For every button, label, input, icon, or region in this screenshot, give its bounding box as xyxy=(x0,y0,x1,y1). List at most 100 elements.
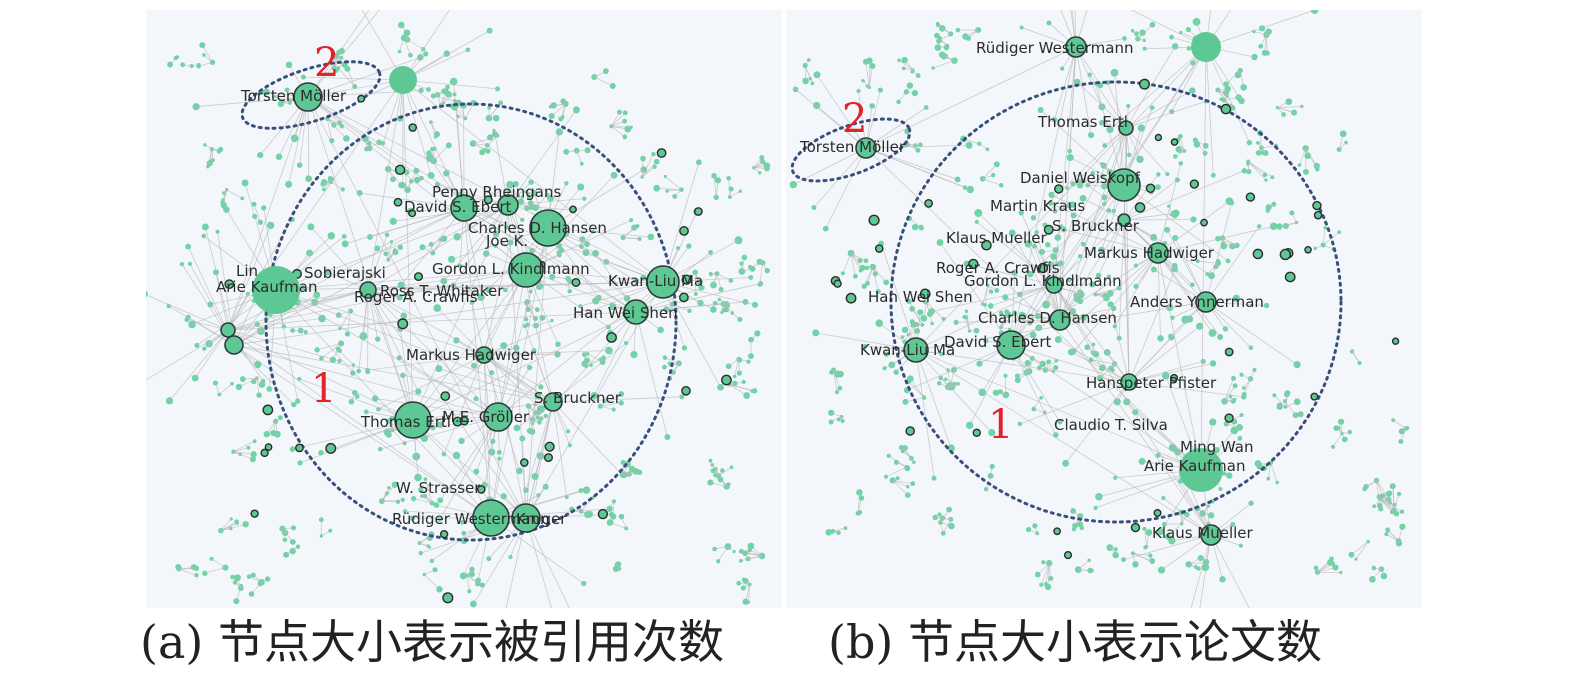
edge xyxy=(307,96,527,519)
hub-node xyxy=(220,322,236,338)
edge xyxy=(728,178,731,198)
graph-node xyxy=(1170,138,1179,146)
edge xyxy=(524,325,554,403)
edge xyxy=(1250,369,1255,380)
cluster-label-1: 1 xyxy=(988,402,1013,448)
edge xyxy=(1317,567,1336,573)
node-labels-a: Torsten Möller Penny Rheingans David S. … xyxy=(216,87,703,528)
edge xyxy=(1044,361,1050,371)
edge xyxy=(333,67,337,71)
edge xyxy=(1130,10,1207,48)
edge xyxy=(532,415,546,424)
edge xyxy=(1392,419,1406,429)
edge xyxy=(1295,413,1301,416)
node-label: Daniel Weiskopf xyxy=(1020,169,1141,187)
edge xyxy=(1261,147,1266,154)
edge xyxy=(609,522,627,529)
graph-node xyxy=(937,381,942,386)
graph-node xyxy=(1079,194,1087,202)
graph-node xyxy=(1113,475,1118,480)
edge xyxy=(729,188,732,198)
graph-node xyxy=(947,444,955,452)
edge xyxy=(892,479,913,485)
edge xyxy=(552,396,682,403)
edge xyxy=(857,492,860,514)
node-label: Hanspeter Pfister xyxy=(1086,374,1217,392)
edge xyxy=(227,329,340,362)
graph-node xyxy=(1155,184,1161,191)
edge xyxy=(525,191,534,194)
graph-node xyxy=(452,451,461,460)
graph-node xyxy=(1172,266,1178,273)
edge xyxy=(1118,219,1125,339)
edge xyxy=(753,167,767,169)
edge xyxy=(472,143,488,146)
edge xyxy=(1267,462,1272,479)
edge xyxy=(211,149,214,161)
graph-node xyxy=(911,90,919,97)
edge xyxy=(621,516,627,529)
edge xyxy=(333,64,345,69)
edge xyxy=(559,311,637,398)
edge xyxy=(292,419,414,450)
edge xyxy=(865,46,1077,149)
graph-node xyxy=(1080,178,1087,184)
edge xyxy=(1248,161,1273,178)
graph-node xyxy=(1043,224,1054,235)
graph-node xyxy=(1095,492,1103,501)
edge xyxy=(324,181,331,183)
edge xyxy=(203,54,213,63)
graph-node xyxy=(1371,565,1377,571)
edge xyxy=(1157,200,1230,254)
graph-node xyxy=(1220,243,1228,250)
edge xyxy=(942,517,951,520)
edge xyxy=(367,234,388,291)
graph-node xyxy=(1137,124,1146,132)
edge xyxy=(275,269,527,291)
graph-node xyxy=(1239,372,1244,377)
graph-node xyxy=(863,258,869,264)
edge xyxy=(1322,244,1334,250)
node-label: David S. Ebert xyxy=(944,333,1052,351)
graph-node xyxy=(192,103,200,111)
edge xyxy=(1020,212,1055,286)
graph-node xyxy=(736,580,742,586)
edge xyxy=(1167,523,1182,537)
edge xyxy=(467,573,472,576)
edge xyxy=(1224,385,1236,402)
edge xyxy=(1123,174,1159,221)
edge xyxy=(425,478,433,504)
edge xyxy=(1197,260,1219,264)
edge xyxy=(535,194,548,208)
edge xyxy=(1277,107,1295,114)
edge xyxy=(388,430,394,436)
edge xyxy=(400,24,408,34)
hub-node xyxy=(1117,213,1131,227)
edge xyxy=(1110,304,1130,383)
graph-node xyxy=(1027,320,1033,326)
edge xyxy=(402,30,490,81)
edge xyxy=(464,102,475,119)
graph-node xyxy=(476,485,486,494)
edge xyxy=(580,510,590,515)
node-label: Charles D. Hansen xyxy=(978,309,1117,327)
edge xyxy=(280,102,290,105)
edge xyxy=(1279,222,1297,227)
edge xyxy=(1010,344,1061,423)
graph-node xyxy=(1195,322,1204,330)
edge xyxy=(553,103,566,106)
graph-node xyxy=(390,176,396,183)
edge xyxy=(1188,557,1201,565)
edge xyxy=(719,299,727,304)
graph-node xyxy=(537,420,542,425)
hub-node xyxy=(529,209,567,247)
graph-node xyxy=(295,443,304,453)
edge xyxy=(581,231,594,247)
graph-node xyxy=(582,196,587,201)
edge xyxy=(233,344,554,403)
graph-node xyxy=(928,308,936,315)
edge xyxy=(635,311,668,438)
edge xyxy=(1217,88,1228,91)
edge xyxy=(623,463,628,475)
edge xyxy=(1220,98,1224,101)
